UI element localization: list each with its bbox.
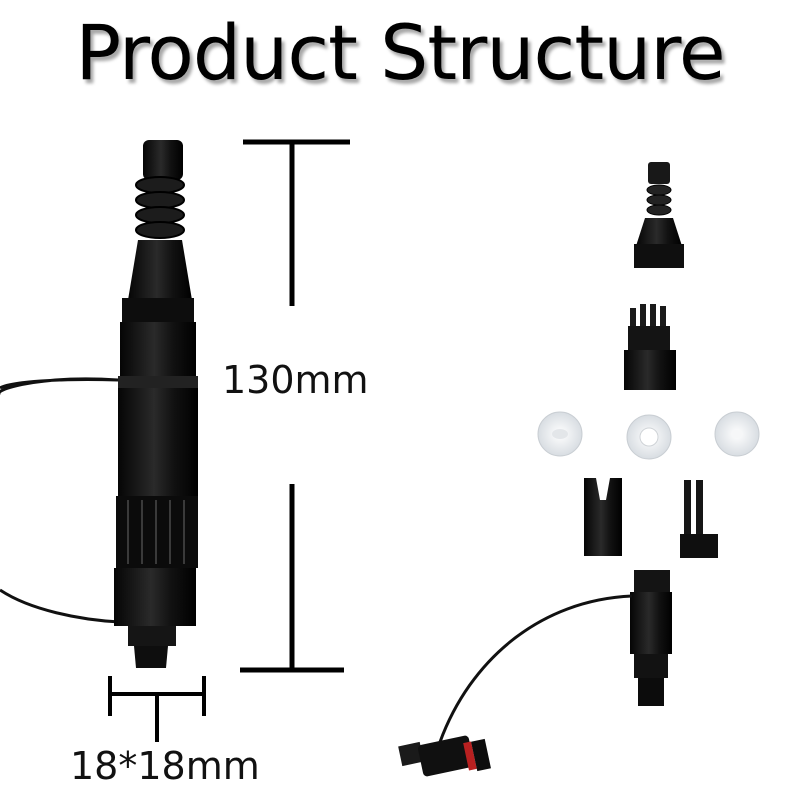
page-title: Product Structure xyxy=(75,8,725,97)
strain-relief-boot xyxy=(135,176,185,239)
exploded-clamp-nut xyxy=(624,304,676,390)
length-label: 130mm xyxy=(222,358,369,402)
exploded-washers xyxy=(537,411,760,460)
width-dimension-line xyxy=(108,676,206,742)
length-dimension-line xyxy=(240,139,350,673)
lanyard-cord xyxy=(0,377,119,395)
assembled-connector xyxy=(0,140,198,668)
exploded-housing-with-cap xyxy=(398,570,672,777)
lanyard-cord-bottom xyxy=(0,588,121,624)
cross-section-label: 18*18mm xyxy=(70,744,260,788)
exploded-boot xyxy=(634,162,684,268)
exploded-split-sleeve-right xyxy=(680,480,718,558)
exploded-split-sleeve-left xyxy=(584,478,622,556)
